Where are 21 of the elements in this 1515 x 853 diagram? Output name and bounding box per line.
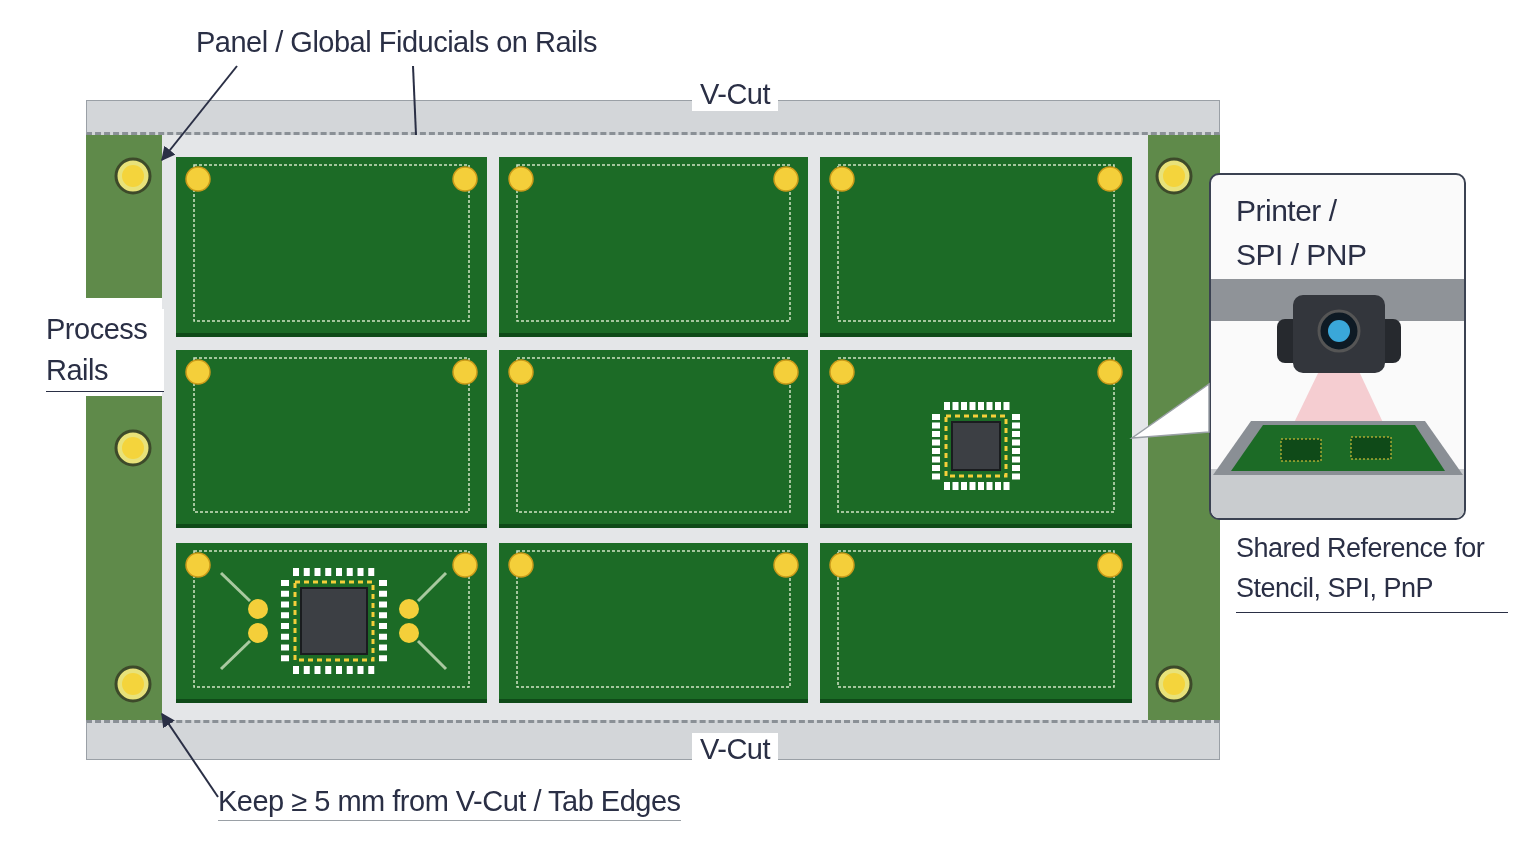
pcb-board [820,157,1132,337]
pcb-board [176,157,487,337]
pcb-board [176,543,487,703]
leader-line [161,65,238,162]
pcb-board [820,350,1132,528]
leader-line [161,712,219,798]
pcb-board [499,543,808,703]
side-rail [86,396,162,720]
rail [86,720,1220,760]
leader-line [412,65,417,136]
rail-label: Process Rails [46,309,164,392]
pcb-board [176,350,487,528]
pcb-board [499,350,808,528]
callout-text: Keep ≥ 5 mm from V-Cut / Tab Edges [218,785,681,821]
pcb-board [820,543,1132,703]
callout-text: Panel / Global Fiducials on Rails [196,26,597,59]
side-rail [86,135,162,298]
inset-panel [1209,173,1466,520]
pcb-board [499,157,808,337]
inset-title: Printer / SPI / PNP [1236,193,1368,273]
callout-pointer [1129,382,1210,439]
